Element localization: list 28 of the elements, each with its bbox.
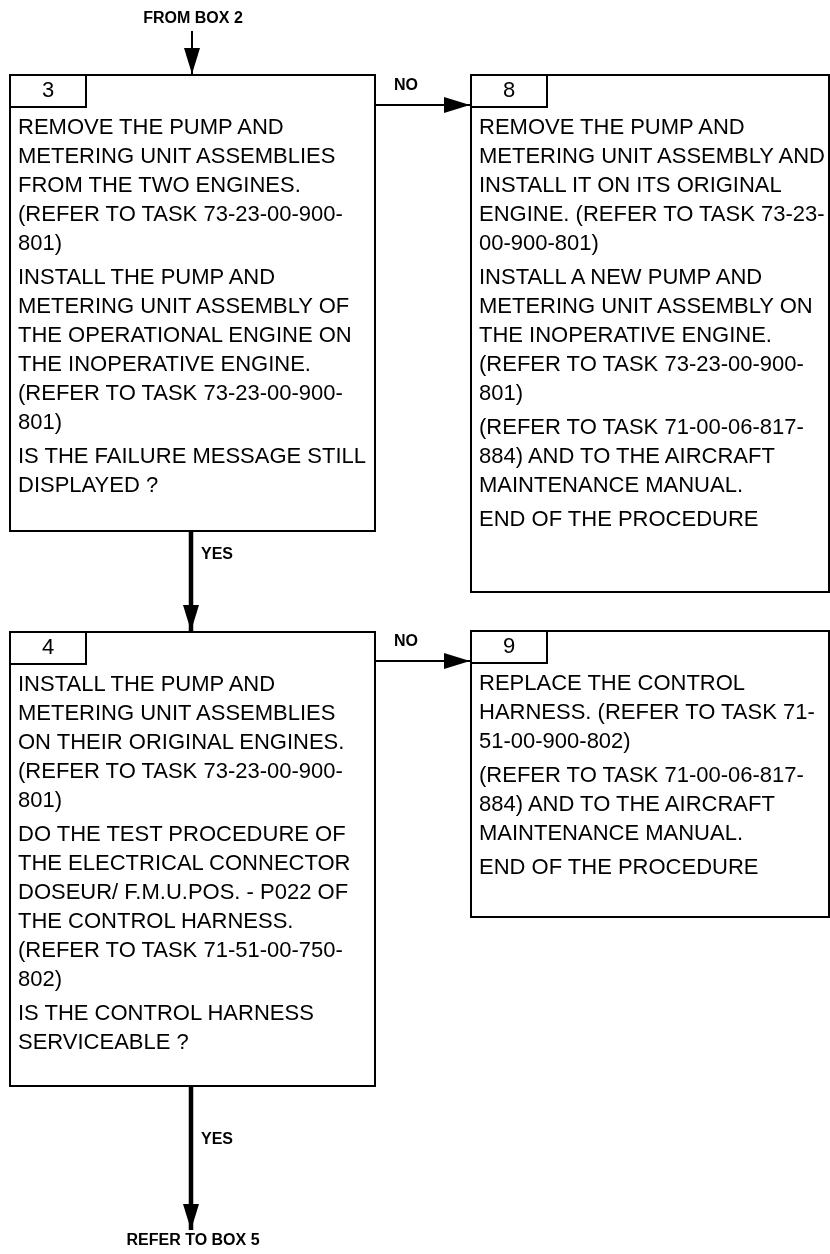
step-number: 4	[11, 633, 87, 665]
step-number: 3	[11, 76, 87, 108]
reference-text: REFER TO BOX 5	[113, 1230, 273, 1250]
arrow	[375, 97, 471, 113]
instruction-text: (REFER TO TASK 71-00-06-817-884) AND TO THE AIRCRAFT MAINTENANCE MANUAL.	[479, 413, 805, 499]
arrow	[375, 653, 471, 669]
instruction-text: REMOVE THE PUMP AND METERING UNIT ASSEMBLIES FROM THE TWO ENGINES. (REFER TO TASK 73-23-00-900-801)	[18, 113, 344, 257]
instruction-text: (REFER TO TASK 71-00-06-817-884) AND TO THE AIRCRAFT MAINTENANCE MANUAL.	[479, 761, 805, 847]
instruction-text: DO THE TEST PROCEDURE OF THE ELECTRICAL CONNECTOR DOSEUR/ F.M.U.POS. - P022 OF THE CONTROL HARNESS. (REFER TO TASK 71-51-00-750-802)	[18, 820, 352, 993]
instruction-text: IS THE FAILURE MESSAGE STILL DISPLAYED ?	[18, 442, 367, 499]
reference-text: FROM BOX 2	[138, 8, 248, 28]
instruction-text: END OF THE PROCEDURE	[479, 853, 760, 881]
arrow	[183, 532, 199, 631]
process-box	[470, 630, 830, 918]
process-box	[9, 74, 376, 532]
instruction-text: INSTALL A NEW PUMP AND METERING UNIT ASSEMBLY ON THE INOPERATIVE ENGINE. (REFER TO TASK 73-23-00-900-801)	[479, 263, 814, 407]
process-box	[9, 631, 376, 1087]
process-box	[470, 74, 830, 593]
arrow	[184, 30, 200, 75]
instruction-text: IS THE CONTROL HARNESS SERVICEABLE ?	[18, 999, 315, 1056]
instruction-text: END OF THE PROCEDURE	[479, 505, 760, 533]
instruction-text: REPLACE THE CONTROL HARNESS. (REFER TO TASK 71-51-00-900-802)	[479, 669, 816, 755]
arrow	[183, 1087, 199, 1230]
instruction-text: REMOVE THE PUMP AND METERING UNIT ASSEMBLY AND INSTALL IT ON ITS ORIGINAL ENGINE. (REFER TO TASK 73-23-00-900-801)	[479, 113, 825, 257]
instruction-text: INSTALL THE PUMP AND METERING UNIT ASSEMBLY OF THE OPERATIONAL ENGINE ON THE INOPERATIVE ENGINE. (REFER TO TASK 73-23-00-900-801)	[18, 263, 353, 436]
step-number: 8	[472, 76, 548, 108]
instruction-text: INSTALL THE PUMP AND METERING UNIT ASSEMBLIES ON THEIR ORIGINAL ENGINES. (REFER TO TASK 73-23-00-900-801)	[18, 670, 346, 814]
step-number: 9	[472, 632, 548, 664]
